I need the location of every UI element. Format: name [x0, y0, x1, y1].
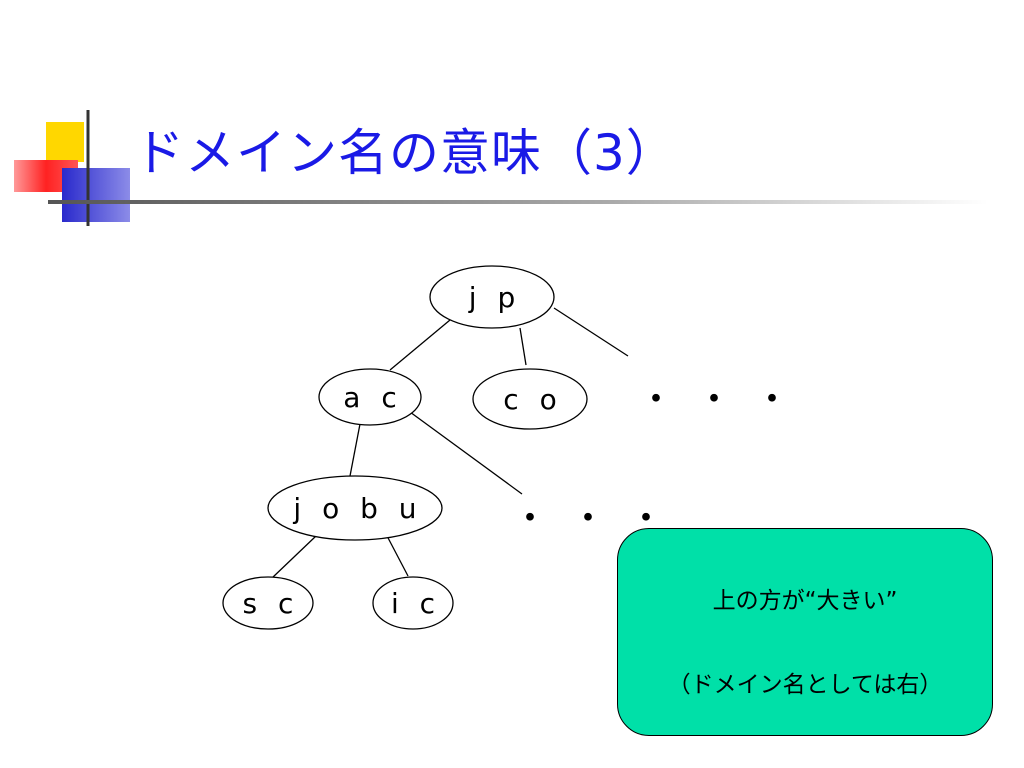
yellow-square-shape: [46, 122, 84, 162]
node-jobu: [267, 475, 443, 541]
ellipsis-top: ・・・: [638, 379, 812, 420]
edge-jobu-sc: [271, 535, 317, 579]
tree-ellipses: ・・・ ・・・: [512, 379, 812, 539]
slide-title: ドメイン名の意味（3）: [134, 124, 677, 182]
node-jp: [429, 265, 555, 329]
callout-line-1: 上の方が“大きい”: [712, 588, 898, 614]
edge-ac-more: [409, 411, 523, 495]
edge-jp-more: [553, 307, 629, 357]
title-underline: [48, 200, 988, 204]
node-label-sc: s c: [243, 587, 300, 620]
node-ic: [372, 576, 454, 630]
node-label-jobu: j o b u: [292, 492, 422, 525]
node-label-ac: a c: [343, 381, 402, 414]
edge-jp-ac: [389, 319, 451, 371]
edge-jp-co: [519, 327, 527, 366]
node-label-ic: i c: [391, 587, 441, 620]
blue-square-shape: [62, 168, 130, 222]
edge-ac-jobu: [349, 423, 361, 477]
tree-node-labels: j p a c c o j o b u s c i c: [243, 281, 562, 620]
node-co: [472, 368, 588, 430]
node-sc: [222, 576, 314, 630]
tree-edges: [271, 307, 629, 579]
tree-nodes: [222, 265, 588, 630]
callout-line-2: （ドメイン名としては右）: [667, 672, 943, 698]
node-label-co: c o: [503, 383, 562, 416]
note-callout: 上の方が“大きい” （ドメイン名としては右）: [617, 528, 993, 736]
node-label-jp: j p: [468, 281, 521, 314]
title-decoration: [14, 110, 988, 226]
node-ac: [318, 368, 422, 426]
edge-jobu-ic: [385, 533, 409, 577]
